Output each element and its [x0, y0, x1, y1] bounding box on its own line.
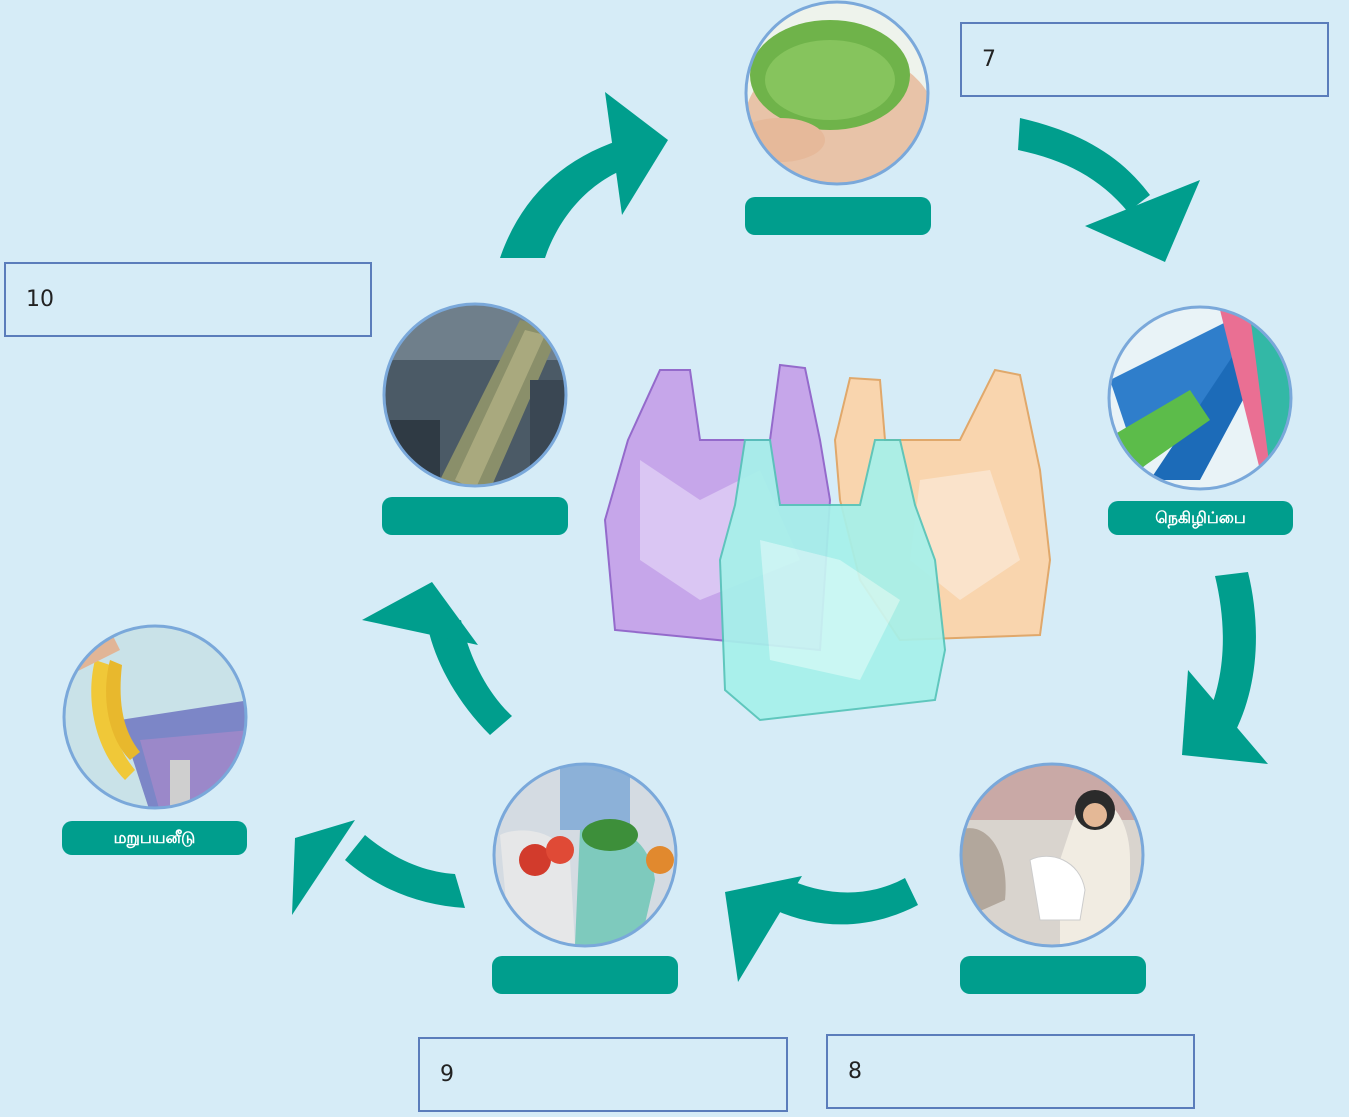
- stretched-plastic-image: [1107, 305, 1293, 491]
- arrow-carry-to-sort: [362, 582, 512, 735]
- reuse-bin-image: [62, 624, 248, 810]
- label-sorting: [382, 497, 568, 535]
- arrow-melt-to-shop: [1182, 572, 1268, 764]
- recycling-facility-image: [382, 302, 568, 488]
- label-carry: [492, 956, 678, 994]
- answer-box-9[interactable]: 9: [418, 1037, 788, 1112]
- label-granules: [745, 197, 931, 235]
- shop-cashier-image: [959, 762, 1145, 948]
- arrow-granules-to-melt: [1018, 118, 1200, 262]
- center-plastic-bags-image: [603, 363, 1052, 722]
- arrow-sort-to-granules: [500, 92, 668, 258]
- arrow-carry-to-reuse: [292, 820, 465, 915]
- answer-box-10[interactable]: 10: [4, 262, 372, 337]
- label-shop: [960, 956, 1146, 994]
- answer-box-8[interactable]: 8: [826, 1034, 1195, 1109]
- granules-image: [744, 0, 930, 186]
- answer-box-7[interactable]: 7: [960, 22, 1329, 97]
- label-reuse: மறுபயனீடு: [62, 821, 247, 855]
- arrow-shop-to-carry: [725, 876, 918, 982]
- carrying-bags-image: [492, 762, 678, 948]
- label-melted-bag: நெகிழிப்பை: [1108, 501, 1293, 535]
